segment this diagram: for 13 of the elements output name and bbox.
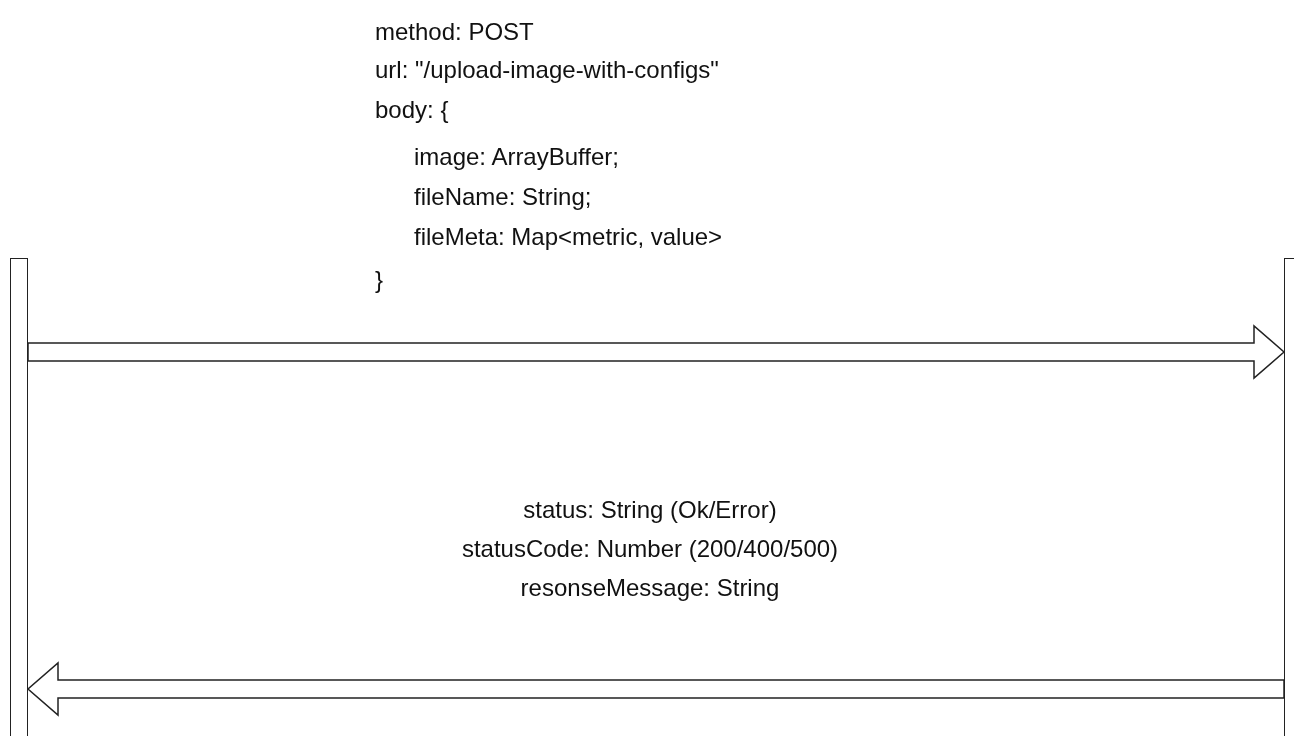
block-arrow	[27, 324, 1286, 380]
message-text: statusCode: Number (200/400/500)	[461, 534, 839, 564]
message-text: }	[375, 265, 383, 295]
block-arrow	[26, 661, 1285, 717]
message-text: image: ArrayBuffer;	[414, 142, 619, 172]
message-text: status: String (Ok/Error)	[523, 495, 777, 525]
lifeline-bar	[10, 258, 28, 736]
message-text: url: "/upload-image-with-configs"	[375, 55, 719, 85]
message-text: fileName: String;	[414, 182, 592, 212]
message-text: resonseMessage: String	[520, 573, 780, 603]
message-text: body: {	[375, 95, 449, 125]
message-text: fileMeta: Map<metric, value>	[414, 222, 723, 252]
message-text: method: POST	[375, 17, 534, 47]
